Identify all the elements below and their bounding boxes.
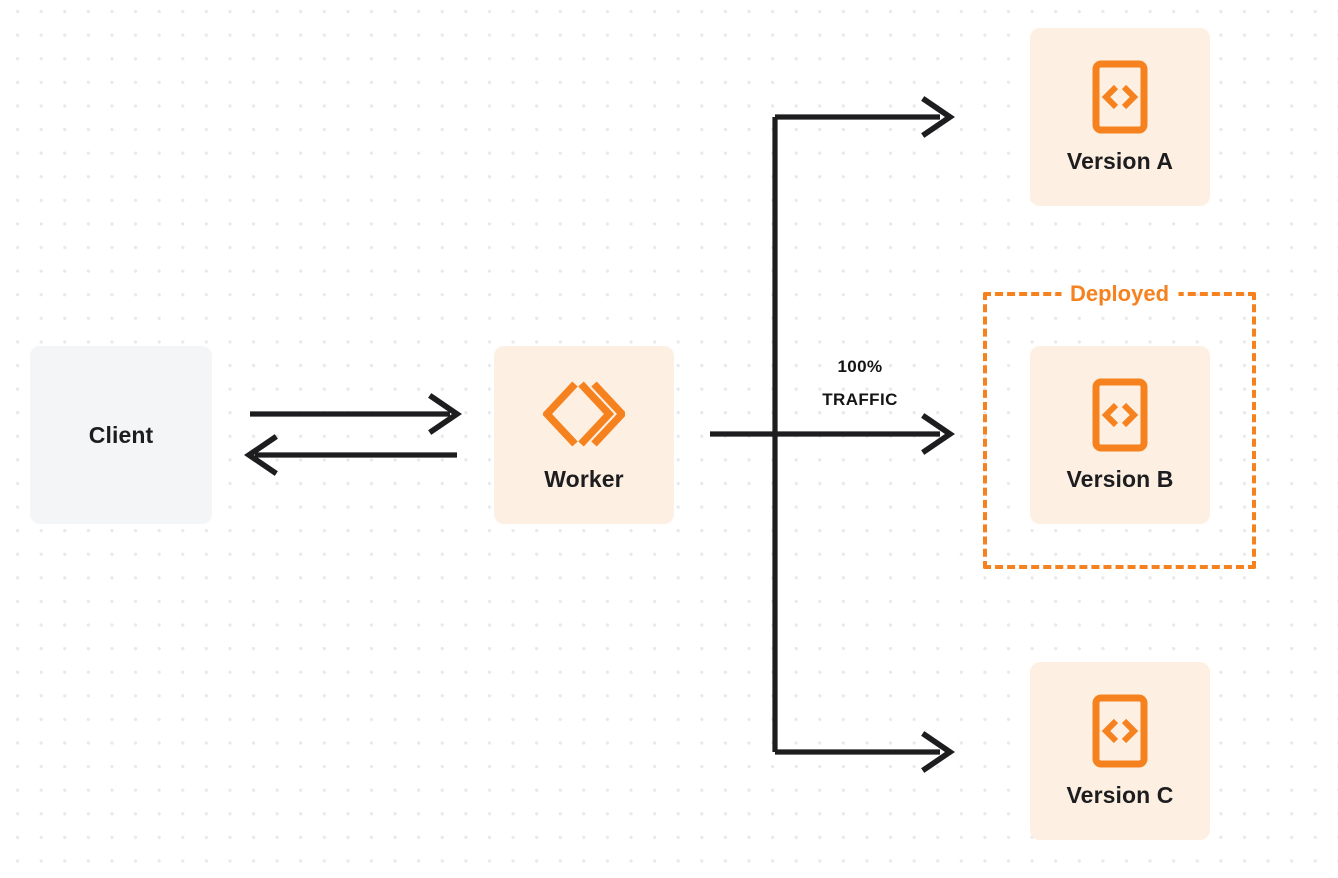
code-file-icon [1092,694,1148,768]
code-file-icon [1092,378,1148,452]
traffic-label: 100% TRAFFIC [790,350,930,416]
node-version-b-label: Version B [1066,465,1174,492]
group-deployed: Deployed [983,283,1256,569]
node-version-b[interactable]: Version B [1030,346,1210,524]
node-version-a-label: Version A [1066,147,1174,174]
edge-bus-to-version-a [775,96,955,138]
edge-worker-to-versions-trunk [710,413,955,455]
node-version-a[interactable]: Version A [1030,28,1210,206]
node-worker[interactable]: Worker [494,346,674,524]
node-worker-label: Worker [544,465,624,492]
edge-client-to-worker [250,393,462,435]
node-client-label: Client [88,421,154,448]
traffic-percent: 100% [837,357,883,376]
edge-worker-to-client [244,434,457,476]
group-deployed-label: Deployed [1060,283,1179,305]
node-version-c-label: Version C [1066,781,1174,808]
node-version-c[interactable]: Version C [1030,662,1210,840]
traffic-word: TRAFFIC [822,390,898,410]
cloudflare-workers-logo-icon [543,378,625,450]
node-client[interactable]: Client [30,346,212,524]
code-file-icon [1092,60,1148,134]
edge-bus-to-version-c [775,731,955,773]
